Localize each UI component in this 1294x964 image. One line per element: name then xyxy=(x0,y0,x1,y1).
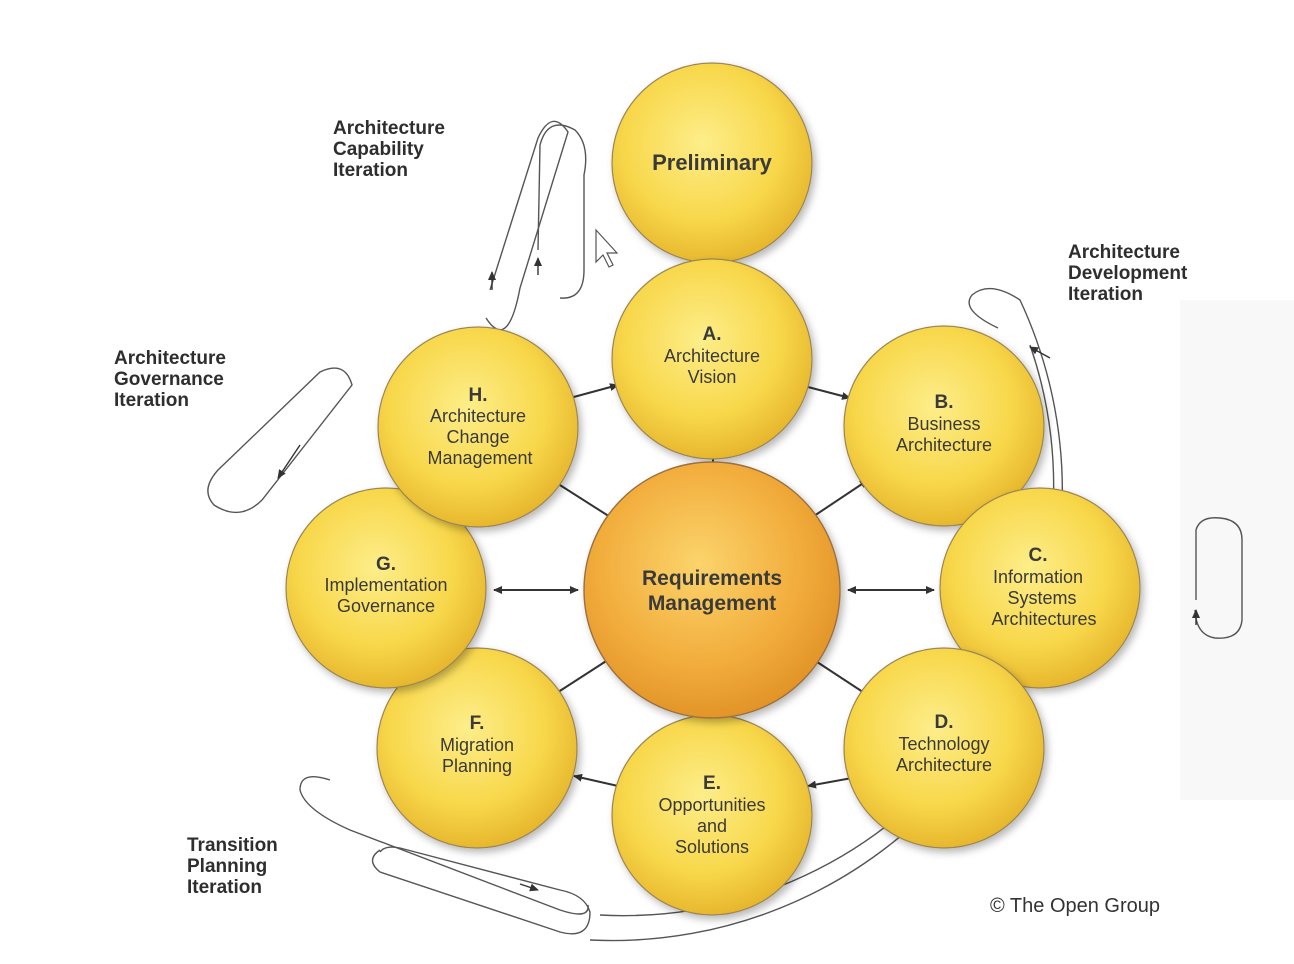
background-shade xyxy=(1180,300,1294,800)
arrow-h-a xyxy=(569,383,619,399)
phase-d-letter: D. xyxy=(935,712,954,733)
phase-h-line-3: Management xyxy=(427,448,532,468)
arrow-d-e xyxy=(807,777,853,789)
center-requirements-management: Requirements Management xyxy=(583,461,841,719)
phase-g-implementation-governance: G. Implementation Governance xyxy=(285,487,487,689)
governance-iteration-line-1: Architecture xyxy=(114,348,226,369)
transition-iteration-line-1: Transition xyxy=(187,835,278,856)
governance-iteration-line-3: Iteration xyxy=(114,390,189,411)
development-iteration-label: Architecture Development Iteration xyxy=(1068,242,1187,305)
center-line-2: Management xyxy=(648,592,776,615)
governance-iteration-loop xyxy=(207,367,353,513)
phase-g-line-2: Governance xyxy=(337,596,435,616)
center-line-1: Requirements xyxy=(642,567,782,590)
phase-a-line-2: Vision xyxy=(688,367,737,387)
copyright-notice: © The Open Group xyxy=(990,895,1161,917)
arrow-h-center xyxy=(551,479,619,523)
phase-f-letter: F. xyxy=(470,713,485,734)
capability-iteration-line-2: Capability xyxy=(333,139,424,160)
phase-b-letter: B. xyxy=(935,392,954,413)
phase-h-letter: H. xyxy=(469,385,488,406)
arrow-a-b xyxy=(807,386,851,400)
phase-g-line-1: Implementation xyxy=(324,575,447,595)
governance-iteration-label: Architecture Governance Iteration xyxy=(114,348,226,411)
arrow-b-center xyxy=(807,479,869,521)
phase-c-line-1: Information xyxy=(993,567,1083,587)
transition-iteration-loop xyxy=(299,776,591,935)
phase-c-line-3: Architectures xyxy=(991,609,1096,629)
arrow-e-f xyxy=(573,773,619,787)
phase-preliminary: Preliminary xyxy=(611,62,813,264)
phase-c-letter: C. xyxy=(1029,545,1048,566)
transition-iteration-line-3: Iteration xyxy=(187,877,262,898)
phase-d-line-2: Architecture xyxy=(896,755,992,775)
arrow-f-center xyxy=(551,655,615,697)
phase-a-line-1: Architecture xyxy=(664,346,760,366)
phase-e-line-1: Opportunities xyxy=(658,795,765,815)
phase-c-information-systems-architectures: C. Information Systems Architectures xyxy=(939,487,1141,689)
phase-f-line-2: Planning xyxy=(442,756,512,776)
phase-b-line-2: Architecture xyxy=(896,435,992,455)
phase-e-letter: E. xyxy=(703,773,721,794)
capability-iteration-line-3: Iteration xyxy=(333,160,408,181)
phase-a-architecture-vision: A. Architecture Vision xyxy=(611,258,813,460)
development-iteration-line-1: Architecture xyxy=(1068,242,1180,263)
phase-b-line-1: Business xyxy=(907,414,980,434)
capability-iteration-label: Architecture Capability Iteration xyxy=(333,118,445,181)
phase-a-letter: A. xyxy=(703,324,722,345)
mouse-cursor-icon xyxy=(595,228,619,268)
transition-iteration-line-2: Planning xyxy=(187,856,268,877)
phase-e-opportunities-and-solutions: E. Opportunities and Solutions xyxy=(611,714,813,916)
phase-b-business-architecture: B. Business Architecture xyxy=(843,325,1045,527)
phase-g-letter: G. xyxy=(376,554,396,575)
phase-h-line-1: Architecture xyxy=(430,406,526,426)
phase-c-line-2: Systems xyxy=(1007,588,1076,608)
phase-f-migration-planning: F. Migration Planning xyxy=(376,647,578,849)
development-iteration-line-3: Iteration xyxy=(1068,284,1143,305)
phase-f-line-1: Migration xyxy=(440,735,514,755)
phase-e-line-2: and xyxy=(697,816,727,836)
capability-iteration-loop xyxy=(485,120,587,331)
development-iteration-line-2: Development xyxy=(1068,263,1188,284)
transition-iteration-label: Transition Planning Iteration xyxy=(187,835,278,898)
phase-d-technology-architecture: D. Technology Architecture xyxy=(843,647,1045,849)
phase-h-line-2: Change xyxy=(446,427,509,447)
phase-preliminary-label: Preliminary xyxy=(652,150,773,175)
phase-d-line-1: Technology xyxy=(898,734,989,754)
capability-iteration-line-1: Architecture xyxy=(333,118,445,139)
governance-iteration-line-2: Governance xyxy=(114,369,224,390)
phase-h-architecture-change-management: H. Architecture Change Management xyxy=(377,326,579,528)
phase-e-line-3: Solutions xyxy=(675,837,749,857)
